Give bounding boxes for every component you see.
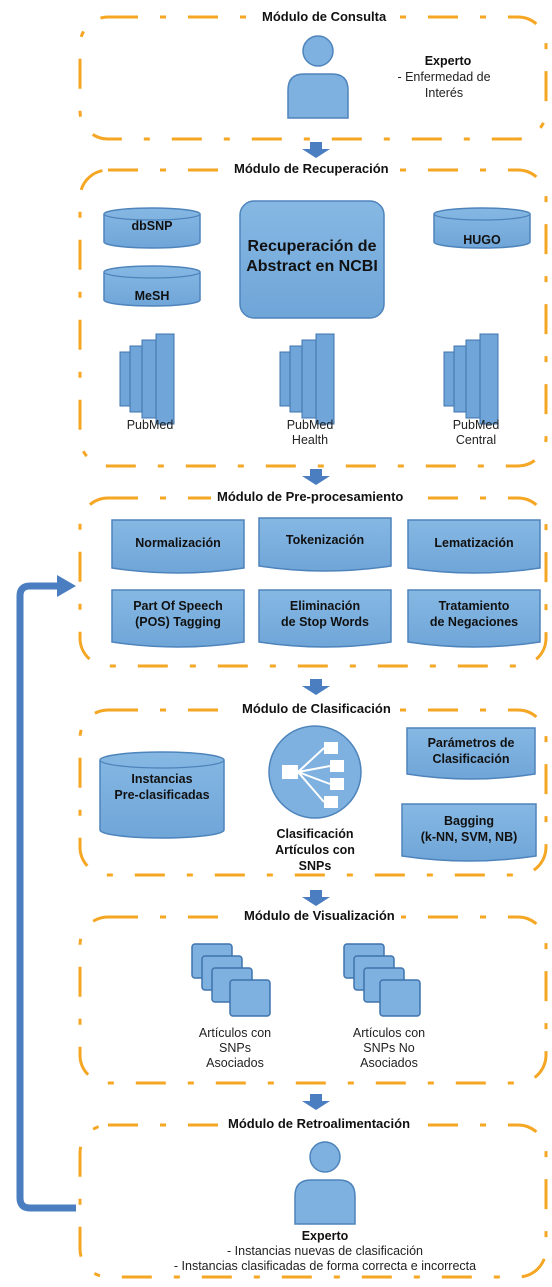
param-label-line2: Clasificación <box>432 752 510 766</box>
module-title-recuperacion: Módulo de Recuperación <box>228 161 395 176</box>
db-instancias-icon <box>99 751 225 839</box>
clasificacion-center-line1: Clasificación <box>276 827 354 841</box>
step-label: Normalización <box>135 536 221 550</box>
module-title-clasificacion: Módulo de Clasificación <box>236 701 397 716</box>
server-rack-icon <box>443 333 499 425</box>
db-hugo-icon <box>433 207 531 249</box>
server-rack-icon <box>279 333 335 425</box>
stacked-documents-icon <box>191 943 271 1017</box>
db-mesh-label: MeSH <box>134 289 170 303</box>
step-tile <box>407 589 541 648</box>
clasificacion-center-line2: Artículos con <box>275 843 355 857</box>
bagging-box <box>401 803 537 862</box>
frame-retroalimentacion <box>78 1123 548 1279</box>
retro-line1: - Instancias nuevas de clasificación <box>227 1244 423 1258</box>
step-tile <box>111 519 245 574</box>
frame-clasificacion <box>78 708 548 877</box>
frame-recuperacion <box>78 168 548 468</box>
source-label-line2: Central <box>455 433 497 447</box>
frame-consulta <box>78 15 548 141</box>
step-label-line2: de Stop Words <box>281 615 369 629</box>
down-arrow-3 <box>302 679 330 695</box>
source-label: PubMed <box>286 418 334 432</box>
db-hugo-label: HUGO <box>463 233 501 247</box>
db-dbsnp-label: dbSNP <box>131 219 173 233</box>
stacked-documents-icon <box>343 943 421 1017</box>
server-rack-icon <box>119 333 175 425</box>
step-label-line2: de Negaciones <box>429 615 519 629</box>
step-label: Part Of Speech <box>133 599 223 613</box>
step-label: Tratamiento <box>438 599 510 613</box>
bagging-label-line2: (k-NN, SVM, NB) <box>420 830 518 844</box>
vis-right-line2: SNPs No <box>363 1041 415 1055</box>
module-title-consulta: Módulo de Consulta <box>256 9 393 24</box>
person-icon <box>287 35 349 119</box>
consulta-experto-label: Experto <box>424 54 472 68</box>
clasificacion-center-line3: SNPs <box>298 859 332 873</box>
param-box <box>406 727 536 780</box>
bagging-label: Bagging <box>444 814 494 828</box>
module-title-retroalimentacion: Módulo de Retroalimentación <box>222 1116 417 1131</box>
vis-left-line2: SNPs <box>219 1041 251 1055</box>
consulta-desc-line1: - Enfermedad de <box>397 70 491 84</box>
feedback-arrow <box>16 582 76 1212</box>
down-arrow-5 <box>302 1094 330 1110</box>
recuperacion-center-line1: Recuperación de <box>247 238 377 255</box>
vis-left-line3: Asociados <box>206 1056 264 1070</box>
source-label: PubMed <box>452 418 500 432</box>
param-label: Parámetros de <box>427 736 515 750</box>
vis-left-line1: Artículos con <box>198 1026 272 1040</box>
step-tile <box>111 589 245 648</box>
module-title-visualizacion: Módulo de Visualización <box>238 908 401 923</box>
step-tile <box>258 589 392 648</box>
step-tile <box>407 519 541 574</box>
vis-right-line3: Asociados <box>360 1056 418 1070</box>
feedback-arrow-head <box>57 575 76 597</box>
down-arrow-1 <box>302 142 330 158</box>
step-label: Eliminación <box>289 599 361 613</box>
instancias-label: Instancias <box>131 772 193 786</box>
db-dbsnp-icon <box>103 207 201 249</box>
step-label: Lematización <box>434 536 514 550</box>
classification-network-icon <box>268 725 362 819</box>
instancias-label-line2: Pre-clasificadas <box>114 788 210 802</box>
step-tile <box>258 517 392 572</box>
source-label: PubMed <box>126 418 174 432</box>
down-arrow-2 <box>302 469 330 485</box>
retro-experto-label: Experto <box>301 1229 349 1243</box>
step-label-line2: (POS) Tagging <box>135 615 221 629</box>
step-label: Tokenización <box>285 533 365 547</box>
module-title-preprocesamiento: Módulo de Pre-procesamiento <box>211 489 410 504</box>
person-icon <box>294 1141 356 1225</box>
retro-line2: - Instancias clasificadas de forma corre… <box>173 1259 477 1273</box>
db-mesh-icon <box>103 265 201 307</box>
recuperacion-box <box>239 200 385 319</box>
source-label-line2: Health <box>291 433 329 447</box>
frame-preprocesamiento <box>78 496 548 668</box>
consulta-desc-line2: Interés <box>424 86 464 100</box>
down-arrow-4 <box>302 890 330 906</box>
vis-right-line1: Artículos con <box>352 1026 426 1040</box>
recuperacion-center-line2: Abstract en NCBI <box>246 258 378 275</box>
frame-visualizacion <box>78 915 548 1085</box>
